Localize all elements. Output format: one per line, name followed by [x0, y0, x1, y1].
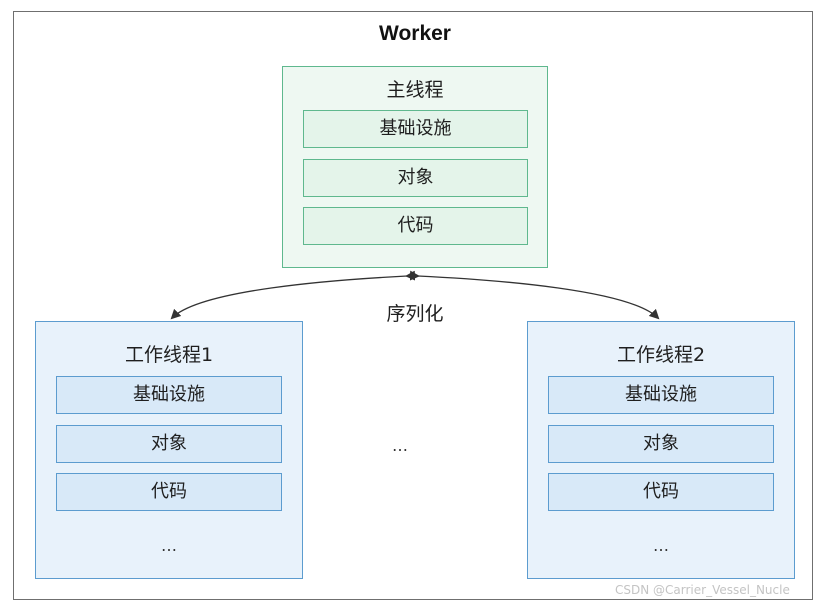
worker-thread-1-ellipsis: …	[161, 536, 177, 555]
worker-thread-2-infrastructure: 基础设施	[548, 376, 774, 414]
worker-thread-1-infrastructure: 基础设施	[56, 376, 282, 414]
worker-thread-1-title: 工作线程1	[124, 344, 214, 366]
main-thread-code: 代码	[303, 207, 528, 245]
worker-thread-1-code: 代码	[56, 473, 282, 511]
main-thread-infrastructure: 基础设施	[303, 110, 528, 148]
worker-thread-1-objects: 对象	[56, 425, 282, 463]
serialization-label: 序列化	[386, 303, 444, 325]
worker-thread-2-title: 工作线程2	[616, 344, 706, 366]
main-thread-title: 主线程	[386, 79, 444, 101]
middle-ellipsis: …	[392, 436, 408, 455]
diagram-title: Worker	[379, 22, 451, 45]
worker-thread-2-ellipsis: …	[653, 536, 669, 555]
worker-thread-2-code: 代码	[548, 473, 774, 511]
main-thread-objects: 对象	[303, 159, 528, 197]
worker-thread-2-box: 工作线程2 基础设施 对象 代码 …	[527, 321, 795, 579]
watermark-text: CSDN @Carrier_Vessel_Nucle	[615, 583, 790, 597]
worker-thread-1-box: 工作线程1 基础设施 对象 代码 …	[35, 321, 303, 579]
main-thread-box: 主线程 基础设施 对象 代码	[282, 66, 548, 268]
worker-thread-2-objects: 对象	[548, 425, 774, 463]
